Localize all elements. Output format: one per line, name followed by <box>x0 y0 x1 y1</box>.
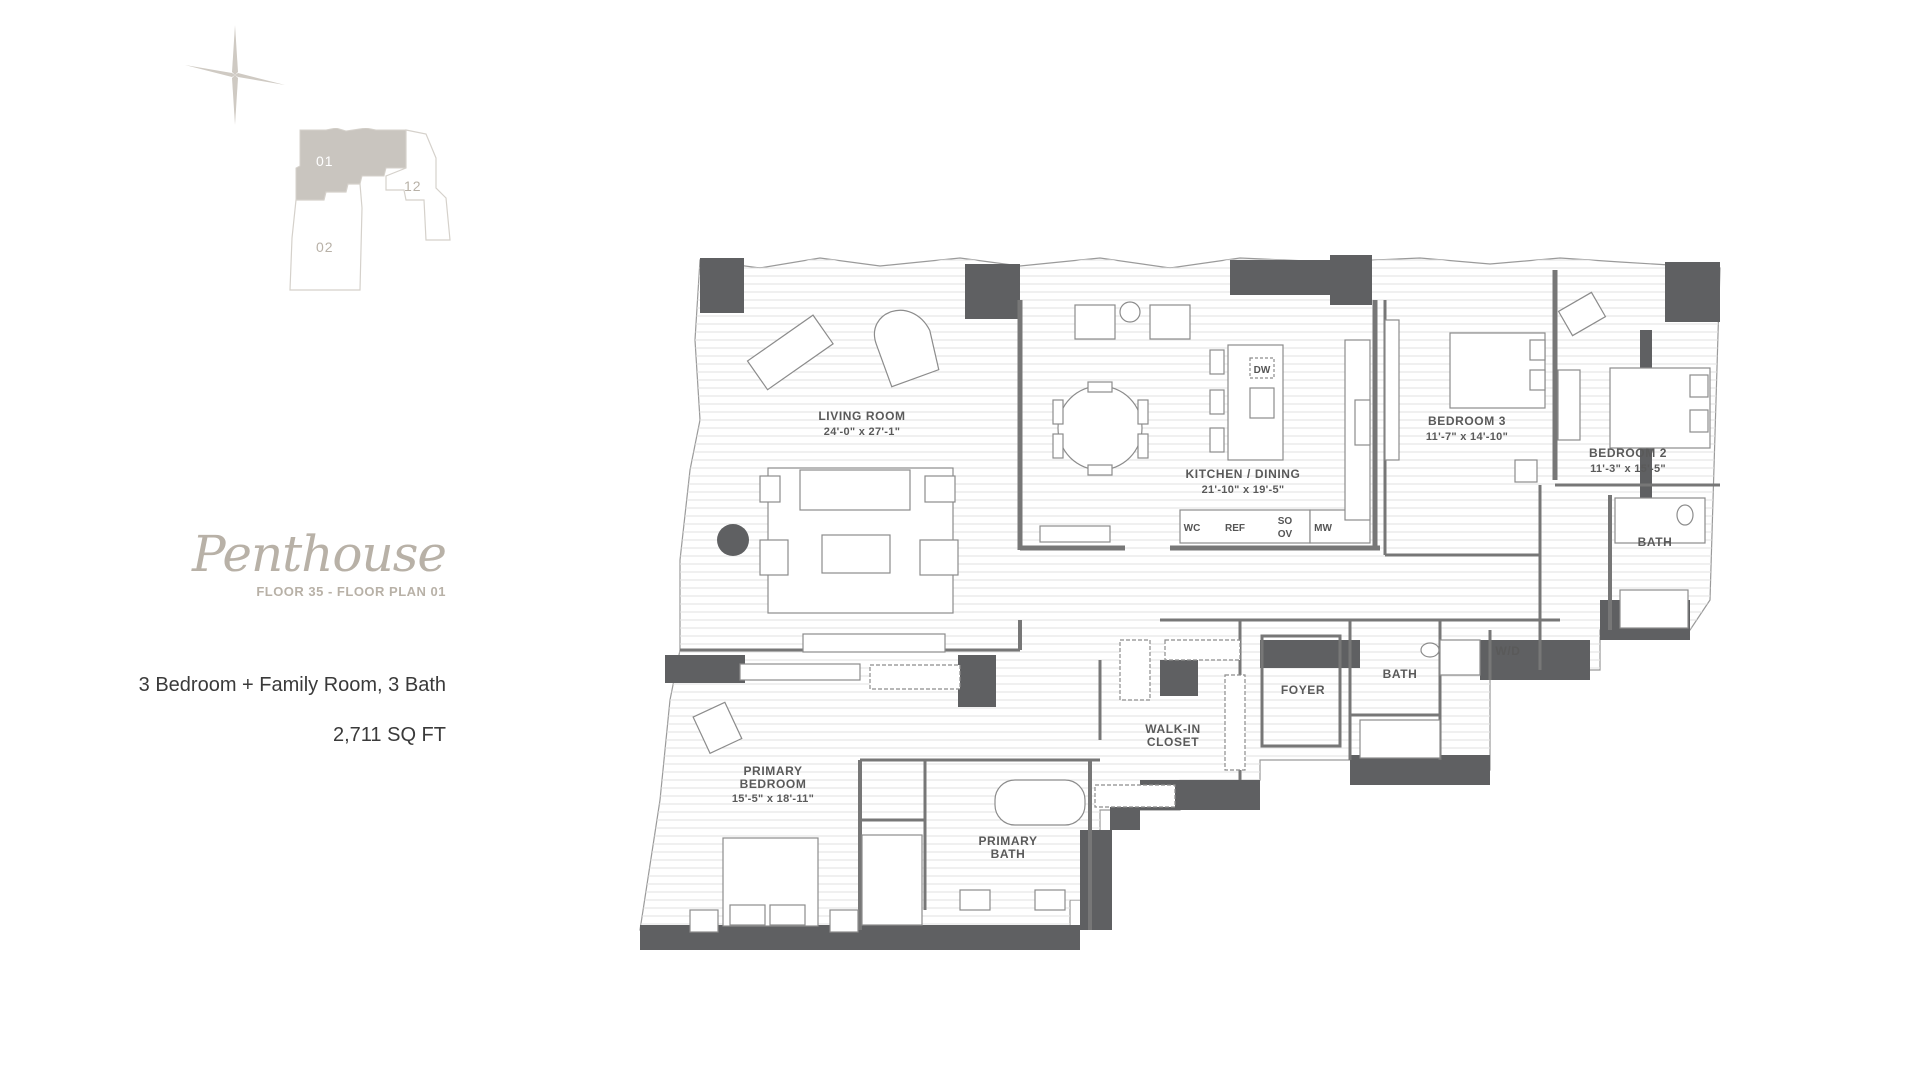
primary-bedroom-label-2: BEDROOM <box>740 777 807 791</box>
key-plan-label-01: 01 <box>316 153 334 169</box>
key-plan-unit-12: 12 <box>385 129 451 241</box>
primary-bedroom-dims: 15'-5" x 18'-11" <box>732 793 814 805</box>
primary-bath-label-1: PRIMARY <box>978 834 1037 848</box>
walk-in-closet-label-2: CLOSET <box>1147 735 1199 749</box>
bedroom-3-dims: 11'-7" x 14'-10" <box>1426 431 1508 443</box>
foyer-label: FOYER <box>1281 683 1325 697</box>
floor-plan-subtitle: FLOOR 35 - FLOOR PLAN 01 <box>256 584 446 599</box>
interior-partitions <box>680 270 1720 930</box>
primary-bedroom-label-1: PRIMARY <box>743 764 802 778</box>
primary-bedroom-furniture <box>689 663 861 933</box>
primary-bath-label-2: BATH <box>991 847 1026 861</box>
oven-label-2: OV <box>1278 529 1293 540</box>
unit-title: Penthouse <box>191 525 447 583</box>
bedroom-3-label: BEDROOM 3 <box>1428 414 1506 428</box>
bath-2-label: BATH <box>1638 535 1673 549</box>
side-table <box>717 524 749 556</box>
appliance-labels: DW WC REF SO OV MW <box>1184 365 1333 540</box>
foyer-outline <box>1260 634 1342 748</box>
kitchen-dining-label: KITCHEN / DINING <box>1186 467 1301 481</box>
key-plan-unit-01: 01 <box>295 128 407 201</box>
unit-description: 3 Bedroom + Family Room, 3 Bath <box>138 674 446 696</box>
living-room-label: LIVING ROOM <box>818 409 905 423</box>
key-plan-unit-02: 02 <box>289 183 363 291</box>
living-room-dims: 24'-0" x 27'-1" <box>824 426 900 438</box>
kitchen-dining-dims: 21'-10" x 19'-5" <box>1202 484 1285 496</box>
dishwasher-label: DW <box>1254 365 1271 376</box>
primary-bath-fixtures <box>861 779 1086 926</box>
bedroom-2-dims: 11'-3" x 15'-5" <box>1590 463 1666 475</box>
key-plan-label-02: 02 <box>316 239 334 255</box>
refrigerator-label: REF <box>1225 523 1245 534</box>
oven-label-1: SO <box>1278 516 1293 527</box>
walk-in-closet-label-1: WALK-IN <box>1145 722 1201 736</box>
wine-cooler-label: WC <box>1184 523 1201 534</box>
key-plan: 01 12 02 <box>289 128 451 291</box>
closet-rods <box>869 639 1246 808</box>
kitchen-dining-furniture <box>1039 301 1371 544</box>
microwave-label: MW <box>1314 523 1332 534</box>
room-labels: LIVING ROOM 24'-0" x 27'-1" KITCHEN / DI… <box>732 409 1673 861</box>
bath-fixtures <box>1359 497 1706 759</box>
bedroom-2-label: BEDROOM 2 <box>1589 446 1667 460</box>
key-plan-label-12: 12 <box>404 178 422 194</box>
info-panel: Penthouse FLOOR 35 - FLOOR PLAN 01 3 Bed… <box>0 0 480 1080</box>
compass-rose-icon <box>185 25 285 125</box>
bedroom-3-furniture <box>1384 319 1546 483</box>
bath-1-label: BATH <box>1383 667 1418 681</box>
bedroom-2-furniture <box>1557 291 1711 449</box>
living-room-furniture <box>717 309 959 653</box>
laundry-label: W/D <box>1495 644 1520 658</box>
square-footage: 2,711 SQ FT <box>332 724 446 746</box>
